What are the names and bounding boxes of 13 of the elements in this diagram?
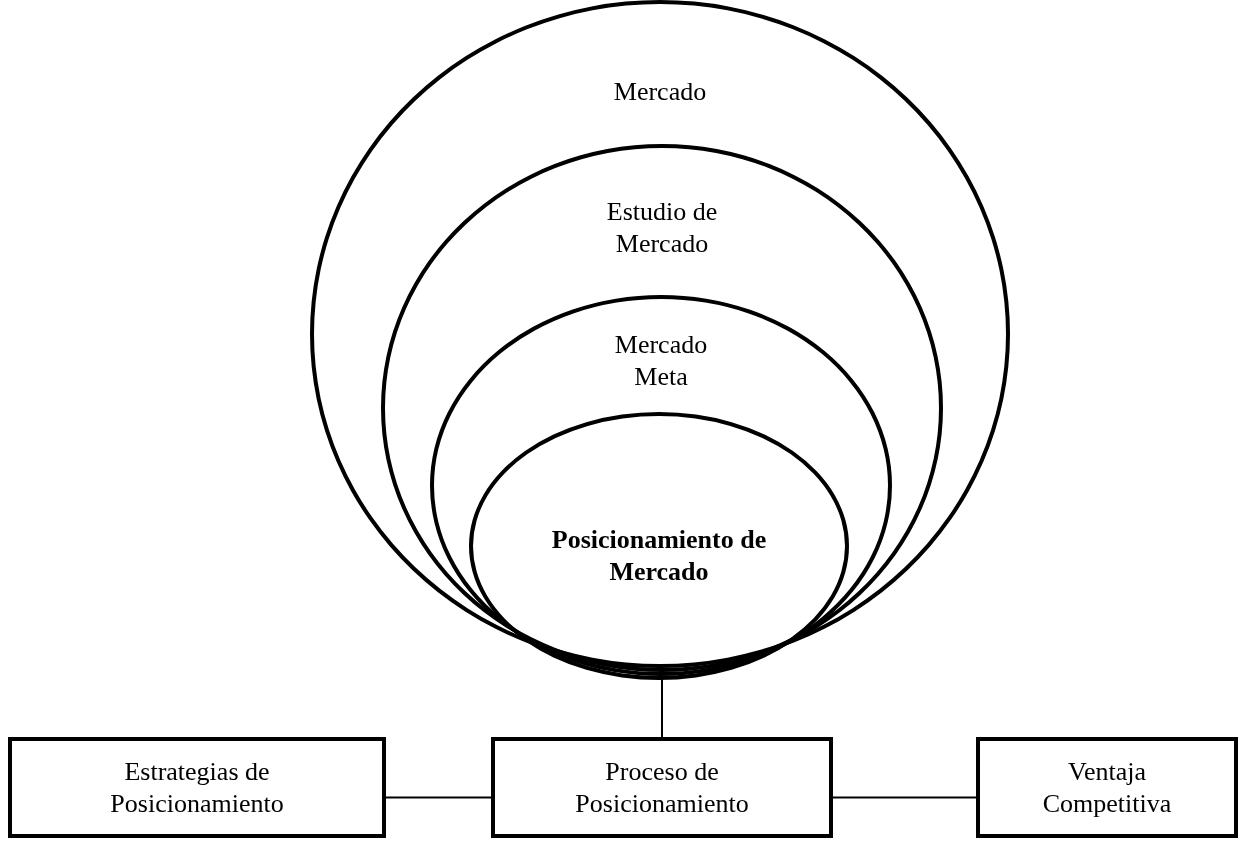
ellipse [469,412,849,680]
box-label: Proceso de Posicionamiento [574,755,750,820]
box-label: Ventaja Competitiva [1041,755,1173,820]
ellipse-label: Posicionamiento de Mercado [551,524,767,588]
ellipse-label: Mercado Meta [613,329,709,393]
box-label: Estrategias de Posicionamiento [109,755,285,820]
process-box [491,737,833,838]
connector-line [385,796,492,799]
process-box [976,737,1238,838]
connector-line [832,796,977,799]
ellipse-label: Mercado [612,76,708,108]
process-box [8,737,386,838]
ellipse-label: Estudio de Mercado [605,196,719,260]
